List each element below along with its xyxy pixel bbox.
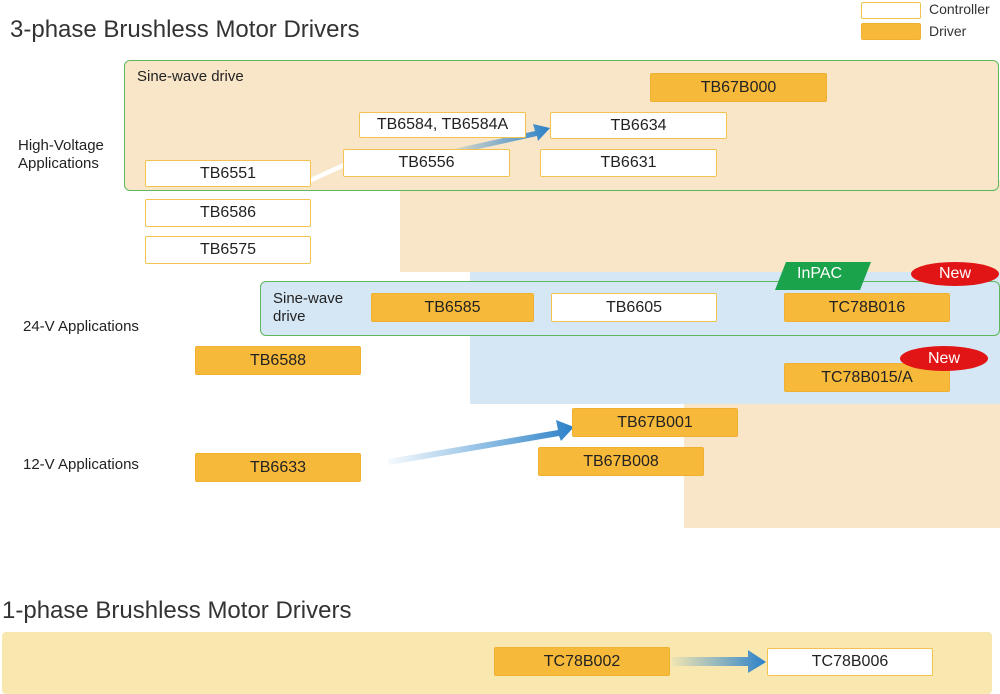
part-tb6556[interactable]: TB6556 (343, 149, 510, 177)
part-tb6551[interactable]: TB6551 (145, 160, 311, 187)
part-tc78b006[interactable]: TC78B006 (767, 648, 933, 676)
legend-controller-swatch (861, 2, 921, 19)
category-12v: 12-V Applications (23, 456, 139, 473)
part-tb6605[interactable]: TB6605 (551, 293, 717, 322)
part-tb67b001[interactable]: TB67B001 (572, 408, 738, 437)
part-tb6585[interactable]: TB6585 (371, 293, 534, 322)
category-high-voltage: High-Voltage Applications (18, 137, 104, 172)
inpac-tag (775, 262, 871, 290)
legend-controller-label: Controller (929, 1, 990, 17)
category-24v: 24-V Applications (23, 318, 139, 335)
legend-driver-label: Driver (929, 23, 967, 39)
part-tb6588[interactable]: TB6588 (195, 346, 361, 375)
new-badge-tc78b015: New (900, 346, 988, 371)
arrow-tb6556-tb6634 (440, 124, 550, 157)
sine-wave-label-hv: Sine-wave drive (137, 68, 244, 85)
part-tb6575[interactable]: TB6575 (145, 236, 311, 264)
part-tb6631[interactable]: TB6631 (540, 149, 717, 177)
new-badge-tc78b016: New (911, 262, 999, 286)
part-tb6586[interactable]: TB6586 (145, 199, 311, 227)
sine-wave-label-24v: Sine-wave drive (273, 290, 344, 325)
arrow-tc78b002-tc78b006 (672, 650, 766, 673)
inpac-badge-label: InPAC (797, 265, 843, 282)
part-tb67b008[interactable]: TB67B008 (538, 447, 704, 476)
part-tb6634[interactable]: TB6634 (550, 112, 727, 139)
part-tc78b002[interactable]: TC78B002 (494, 647, 670, 676)
part-tb6633[interactable]: TB6633 (195, 453, 361, 482)
part-tb67b000[interactable]: TB67B000 (650, 73, 827, 102)
part-tb6584[interactable]: TB6584, TB6584A (359, 112, 526, 138)
one-phase-title: 1-phase Brushless Motor Drivers (2, 597, 352, 624)
part-tc78b016[interactable]: TC78B016 (784, 293, 950, 322)
arrow-tb6633-tb67b001 (388, 420, 574, 465)
connector-tb6551-tb6556 (310, 163, 343, 183)
high-voltage-zone (400, 180, 1000, 272)
three-phase-title: 3-phase Brushless Motor Drivers (10, 16, 360, 43)
legend-driver-swatch (861, 23, 921, 40)
